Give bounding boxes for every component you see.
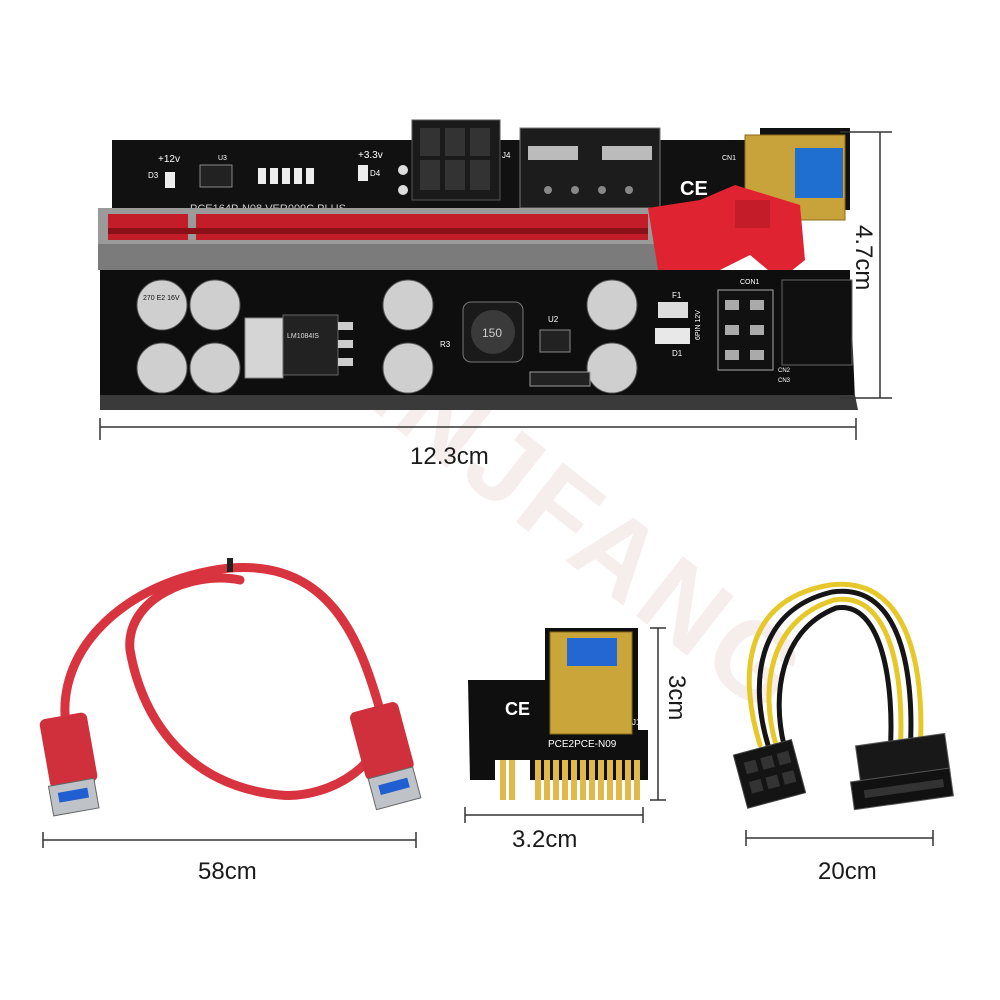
label-d1: D1 <box>672 349 683 358</box>
label-12v: +12v <box>158 154 180 165</box>
adapter-width-label: 3.2cm <box>512 826 578 853</box>
label-f1: F1 <box>672 291 682 300</box>
label-u3: U3 <box>218 155 227 162</box>
label-d3: D3 <box>148 171 159 180</box>
label-33v: +3.3v <box>358 150 383 161</box>
riser-bottom-pcb: 270 E2 16V LM1084IS 150 R3 U2 F1 D1 CON1… <box>100 270 858 410</box>
capacitor-group: 270 E2 16V <box>136 279 638 394</box>
power-cable-image <box>732 581 954 811</box>
pcie-x16-slot <box>98 185 805 280</box>
label-6pin: 6PIN 12V <box>695 310 702 340</box>
label-d4: D4 <box>370 169 381 178</box>
regulator-label: LM1084IS <box>287 333 319 340</box>
label-r3: R3 <box>440 340 451 349</box>
adapter-height-label: 3cm <box>663 675 690 721</box>
riser-board-image: +12v D3 U3 +3.3v D4 J4 CN1 PCE164P-N08 V… <box>98 119 892 440</box>
riser-ce-mark: CE <box>680 178 708 200</box>
label-con1: CON1 <box>740 279 760 286</box>
dimension-line-usb-cable <box>42 832 417 848</box>
riser-width-label: 12.3cm <box>410 443 489 470</box>
adapter-ce-mark: CE <box>505 699 530 719</box>
usb-cable-image <box>39 558 422 817</box>
cap-label: 270 E2 16V <box>143 295 180 302</box>
adapter-model-label: PCE2PCE-N09 <box>548 739 617 750</box>
dimension-line-power-cable <box>745 830 934 846</box>
adapter-j1-label: J1 <box>632 718 641 727</box>
pcie-x1-adapter-image: CE PCE2PCE-N09 J1 <box>464 627 666 823</box>
label-cn2: CN2 <box>778 368 791 374</box>
label-cn1: CN1 <box>722 155 736 162</box>
dimension-line-riser-width <box>99 418 857 440</box>
label-j4: J4 <box>502 151 511 160</box>
inductor-label: 150 <box>482 326 502 340</box>
riser-height-label: 4.7cm <box>850 225 877 291</box>
label-u2: U2 <box>548 315 559 324</box>
power-cable-length-label: 20cm <box>818 858 877 885</box>
label-cn3: CN3 <box>778 378 791 384</box>
usb-cable-length-label: 58cm <box>198 858 257 885</box>
dimension-line-riser-height <box>840 131 892 399</box>
